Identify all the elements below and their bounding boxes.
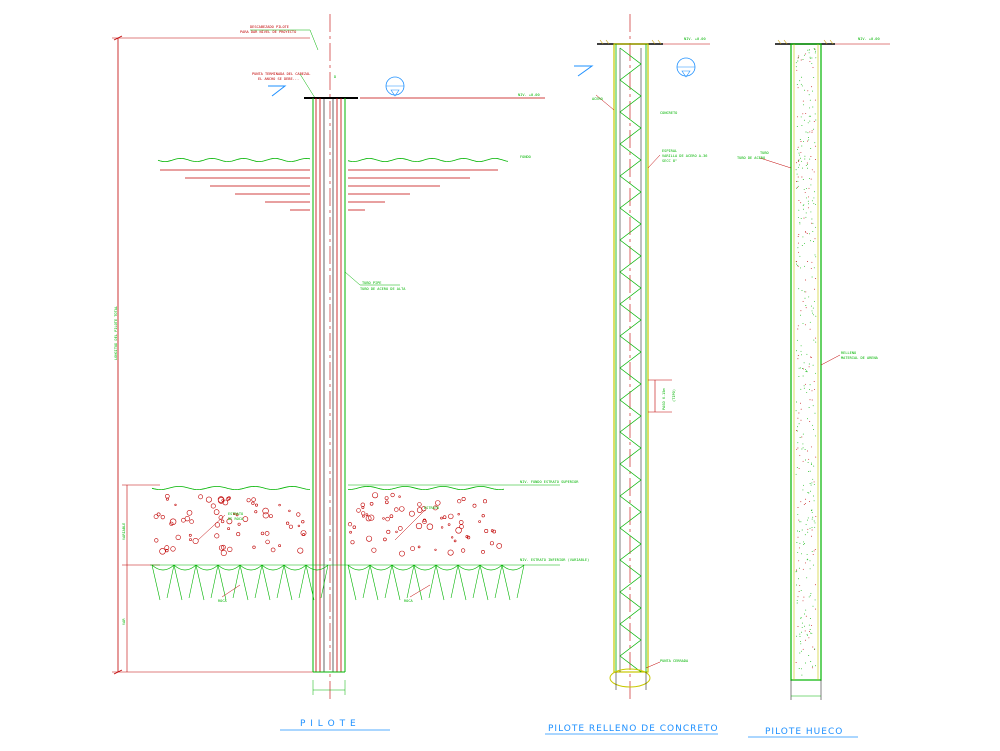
var-label: VAR xyxy=(122,618,126,625)
relleno-level-label: NIV. +0.00 xyxy=(684,37,706,41)
seabed-hatch xyxy=(160,169,498,211)
pile-body xyxy=(312,98,346,673)
relleno-paso-label: PASO 0.15m xyxy=(662,388,666,410)
hueco-relleno-label: RELLENO xyxy=(841,351,856,355)
pilote-tube-label: TUBO PIPE xyxy=(362,281,381,285)
pilote-head-note-2: EL ANCHO SE DEBE... xyxy=(258,77,299,81)
pilote-suelo-label-2: DE ROCA xyxy=(228,517,244,521)
pilote-head-note: PUNTA TERMINADA DEL CABEZAL xyxy=(252,72,310,76)
hueco-tubo-label: TUBO xyxy=(760,151,769,155)
relleno-spiral xyxy=(619,47,642,673)
pilote-detail: LONGITUD DEL PILOTE TOTAL VARIABLE VAR D… xyxy=(112,14,589,731)
hueco-tubo-label-2: TUBO DE ACERO xyxy=(737,156,765,160)
relleno-espiral-label-3: SECC 8" xyxy=(662,159,677,163)
water-surface-line xyxy=(157,157,509,163)
pilote-top-note-2: PARA DAR NIVEL DE PROYECTO xyxy=(240,30,296,34)
variable-label: VARIABLE xyxy=(122,523,126,540)
pilote-roca-label-r: ROCA xyxy=(404,599,413,603)
relleno-paso-label-2: (TIPO) xyxy=(672,389,676,402)
hueco-sand-fill xyxy=(795,48,817,676)
hueco-relleno-label-2: MATERIAL DE ARENA xyxy=(841,356,879,360)
pilote-estrato-2: NIV. ESTRATO INFERIOR (VARIABLE) xyxy=(520,558,589,562)
relleno-punta-label: PUNTA CERRADA xyxy=(660,659,689,663)
pilote-hueco-detail: NIV. +0.00 TUBO TUBO DE ACERO RELLENO MA… xyxy=(737,37,890,738)
pilote-estrato-1: NIV. FONDO ESTRATO SUPERIOR xyxy=(520,480,579,484)
relleno-closed-tip xyxy=(609,668,651,688)
hueco-level-label: NIV. +0.00 xyxy=(858,37,880,41)
pilote-fondo-label: FONDO xyxy=(520,155,531,159)
pilote-suelo-label: ESTRATO xyxy=(228,512,243,516)
pilote-title: P I L O T E xyxy=(300,719,357,729)
pilote-dim-small: D xyxy=(334,75,336,79)
relleno-espiral-label-2: VARILLA DE ACERO A-36 xyxy=(662,154,707,158)
upper-stratum-line xyxy=(151,485,505,491)
pilote-relleno-detail: NIV. +0.00 ACERO CONCRETO ESPIRAL VARILL… xyxy=(545,14,719,735)
length-label: LONGITUD DEL PILOTE TOTAL xyxy=(114,306,118,360)
relleno-title: PILOTE RELLENO DE CONCRETO xyxy=(548,724,719,734)
water-level-symbol xyxy=(268,85,287,97)
hueco-title: PILOTE HUECO xyxy=(765,727,843,737)
pilote-top-note: DESCABEZADO PILOTE xyxy=(250,25,289,29)
rock-stratum-pattern xyxy=(153,492,503,557)
relleno-acero-label: ACERO xyxy=(592,97,603,101)
hueco-steel-shell xyxy=(790,43,822,681)
pilote-level-label: NIV. +0.00 xyxy=(518,93,540,97)
root-stratum-pattern xyxy=(151,564,525,601)
pilote-tube-label-2: TUBO DE ACERO DE ALTA xyxy=(360,287,406,291)
pilote-suelo-label-r: ESTRATO xyxy=(424,506,439,510)
pilote-roca-label: ROCA xyxy=(218,599,227,603)
relleno-steel-shell xyxy=(613,43,649,673)
relleno-concreto-label: CONCRETO xyxy=(660,111,677,115)
relleno-espiral-label: ESPIRAL xyxy=(662,149,677,153)
